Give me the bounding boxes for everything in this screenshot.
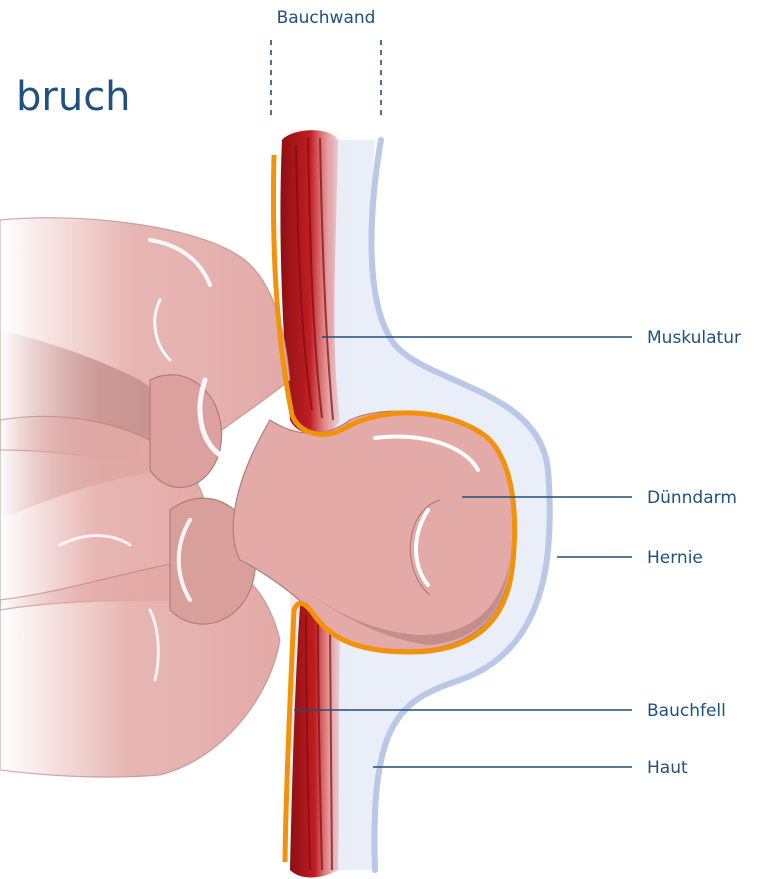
label-haut: Haut [647, 758, 688, 778]
label-bauchfell: Bauchfell [647, 701, 726, 721]
label-muskulatur: Muskulatur [647, 328, 741, 348]
label-bauchwand: Bauchwand [277, 8, 376, 28]
label-hernie: Hernie [647, 548, 703, 568]
herniated-intestine [233, 411, 514, 650]
label-duenndarm: Dünndarm [647, 488, 737, 508]
page-title: bruch [16, 74, 131, 120]
